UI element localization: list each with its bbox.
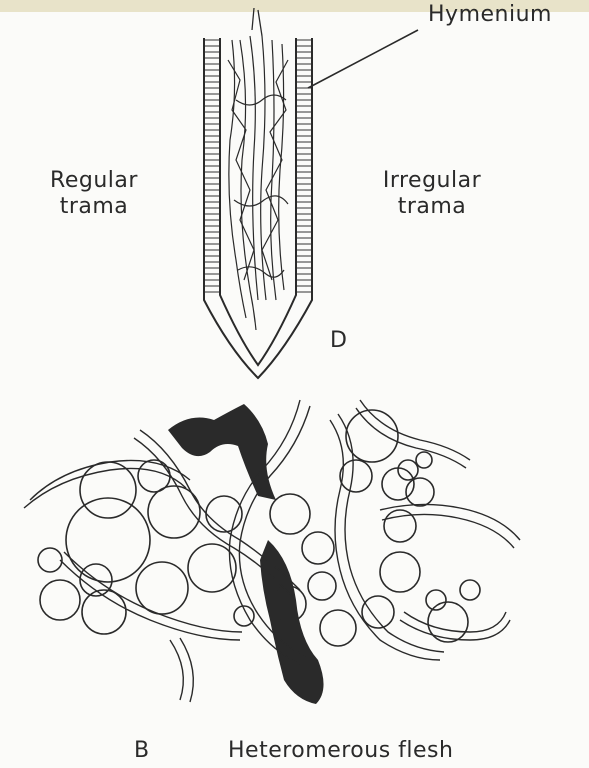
heteromerous-flesh-caption: Heteromerous flesh	[228, 738, 453, 764]
spherocyst-cell	[460, 580, 480, 600]
spherocyst-cell	[308, 572, 336, 600]
spherocyst-cell	[38, 548, 62, 572]
spherocyst-cell	[302, 532, 334, 564]
spherocyst-cell	[346, 410, 398, 462]
panel-d-label: D	[330, 328, 347, 354]
spherocyst-cell	[320, 610, 356, 646]
spherocyst-cell	[380, 552, 420, 592]
dark-hyphal-mass	[168, 404, 324, 704]
spherocyst-cell	[406, 478, 434, 506]
spherocyst-cell	[362, 596, 394, 628]
irregular-trama-label: Irregular trama	[362, 168, 502, 220]
hymenium-label: Hymenium	[428, 2, 552, 28]
spherocyst-cell	[340, 460, 372, 492]
spherocyst-cell	[270, 494, 310, 534]
spherocyst-cell	[40, 580, 80, 620]
spherocyst-cell	[416, 452, 432, 468]
regular-trama-label: Regular trama	[34, 168, 154, 220]
spherocyst-cell	[398, 460, 418, 480]
spherocyst-cell	[136, 562, 188, 614]
panel-b-label: B	[134, 738, 150, 764]
